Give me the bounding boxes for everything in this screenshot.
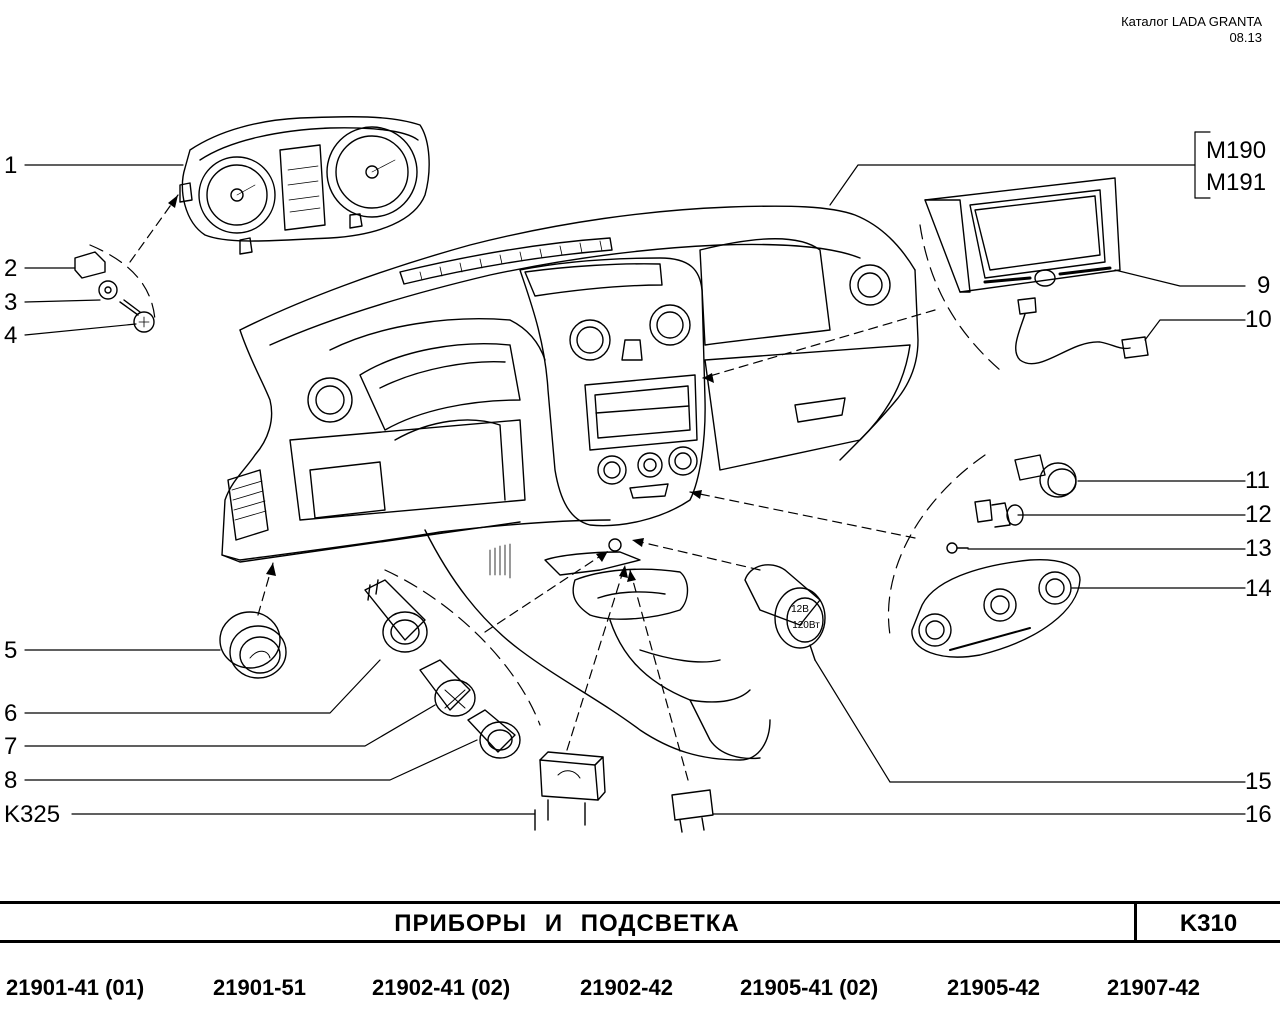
- dashboard-panel: [221, 205, 919, 761]
- model-item: 21907-42: [1107, 975, 1200, 1000]
- title-bar: ПРИБОРЫ И ПОДСВЕТКА K310: [0, 901, 1280, 943]
- callout-1: 1: [4, 152, 18, 179]
- callout-6: 6: [4, 700, 18, 727]
- parts-diagram: 12В 120Вт: [24, 116, 1246, 833]
- display-cable: [1015, 297, 1149, 365]
- arrowheads: [168, 195, 714, 582]
- small-screw-part: [946, 542, 969, 554]
- leader-lines: [24, 131, 1246, 815]
- model-item: 21902-42: [580, 975, 673, 1000]
- callout-10: 10: [1245, 306, 1272, 333]
- catalog-date: 08.13: [1229, 30, 1262, 45]
- lamp-holder-part: [974, 499, 1024, 528]
- model-item: 21902-41 (02): [372, 975, 511, 1000]
- callout-13: 13: [1245, 535, 1272, 562]
- nut-part: [98, 280, 118, 300]
- instrument-cluster: [179, 116, 430, 255]
- callout-m191: M191: [1206, 169, 1267, 196]
- catalog-header: Каталог LADA GRANTA 08.13: [1121, 14, 1262, 46]
- lighter-socket-part: [364, 579, 428, 653]
- dashed-connectors: [129, 194, 936, 781]
- callout-3: 3: [4, 289, 18, 316]
- model-item: 21901-51: [213, 975, 306, 1000]
- section-title: ПРИБОРЫ И ПОДСВЕТКА: [394, 910, 740, 937]
- model-item: 21905-41 (02): [740, 975, 879, 1000]
- callout-8: 8: [4, 767, 18, 794]
- section-code: K310: [1179, 910, 1238, 937]
- callout-15: 15: [1245, 768, 1272, 795]
- title-divider: [1134, 904, 1137, 940]
- multimedia-display: [924, 177, 1121, 293]
- group-arcs: [89, 224, 1001, 726]
- model-item: 21905-42: [947, 975, 1040, 1000]
- callout-9: 9: [1257, 272, 1271, 299]
- callout-12: 12: [1245, 501, 1272, 528]
- power-socket-part: [744, 564, 826, 661]
- clip-part: [74, 251, 106, 279]
- cigarette-lighter-part: [1014, 454, 1077, 498]
- callout-m190: M190: [1206, 137, 1267, 164]
- callout-5: 5: [4, 637, 18, 664]
- callout-14: 14: [1245, 575, 1272, 602]
- small-button-part: [671, 789, 714, 833]
- callout-4: 4: [4, 322, 18, 349]
- lighter-part: [467, 709, 521, 759]
- callout-k325: K325: [4, 801, 61, 828]
- callout-16: 16: [1245, 801, 1272, 828]
- socket-power-text: 120Вт: [792, 620, 820, 631]
- heater-control-panel: [911, 558, 1081, 658]
- callout-7: 7: [4, 733, 18, 760]
- catalog-name: Каталог LADA GRANTA: [1121, 14, 1262, 29]
- callout-2: 2: [4, 255, 18, 282]
- callout-11: 11: [1245, 467, 1270, 494]
- trunk-switch-part: [219, 611, 287, 679]
- socket-voltage-text: 12В: [791, 604, 809, 615]
- model-item: 21901-41 (01): [6, 975, 145, 1000]
- model-list: 21901-41 (01) 21901-51 21902-41 (02) 219…: [0, 975, 1280, 1001]
- heated-seat-button-part: [534, 751, 606, 831]
- screw-part: [119, 299, 155, 333]
- lighter-base-part: [419, 659, 476, 717]
